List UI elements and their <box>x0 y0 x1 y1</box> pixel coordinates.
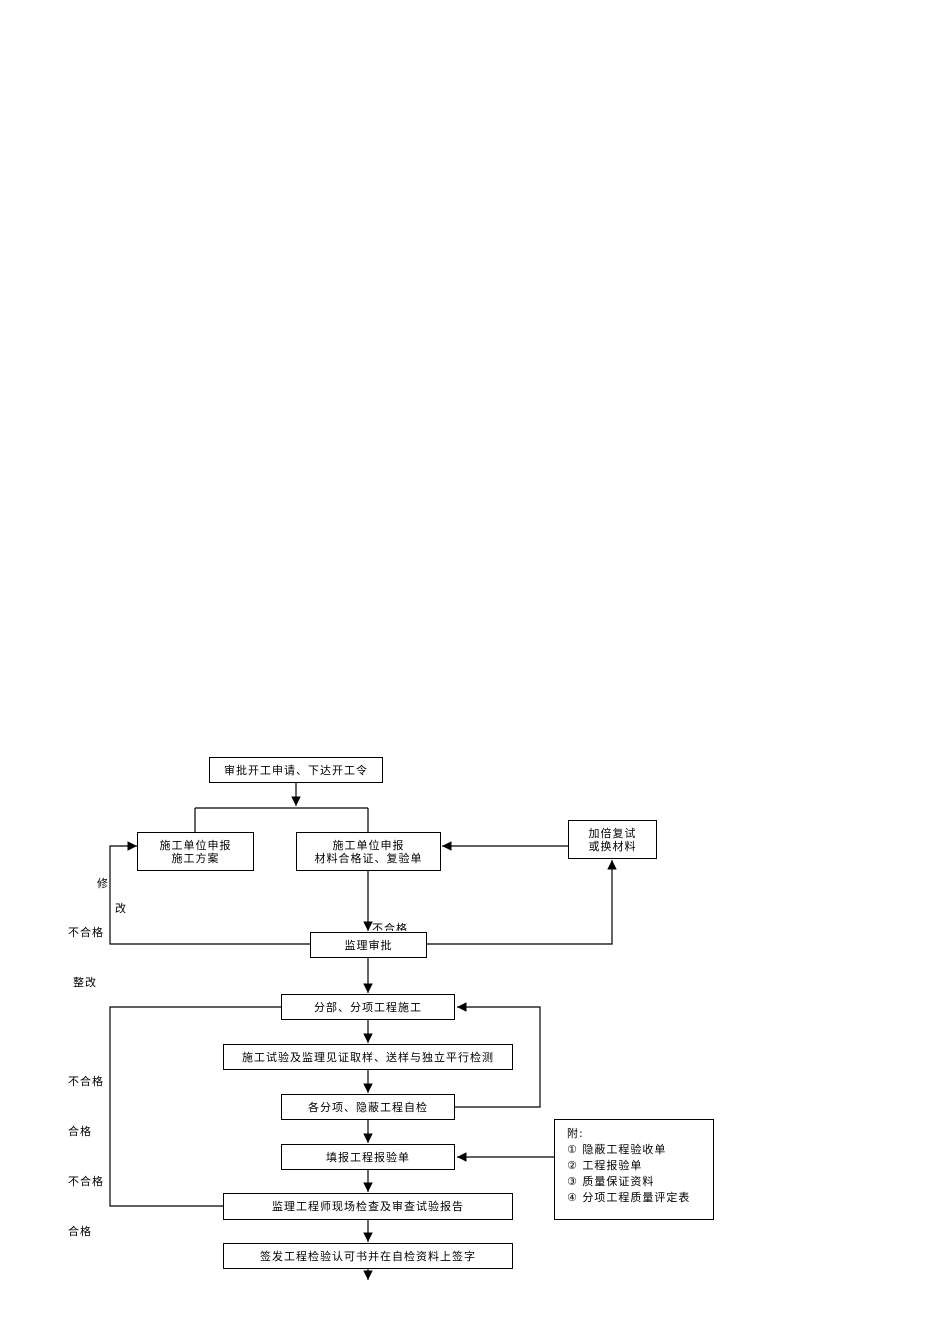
node-supervisor-review: 监理审批 <box>310 932 427 958</box>
attachment-note: 附: ① 隐蔽工程验收单 ② 工程报验单 ③ 质量保证资料 ④ 分项工程质量评定… <box>554 1119 714 1220</box>
attachment-note-item-4: ④ 分项工程质量评定表 <box>567 1191 691 1204</box>
node-self-check-text: 各分项、隐蔽工程自检 <box>308 1100 428 1114</box>
label-fail-3: 不合格 <box>68 1175 104 1188</box>
node-construction: 分部、分项工程施工 <box>281 994 455 1020</box>
attachment-note-item-2: ② 工程报验单 <box>567 1159 643 1172</box>
node-retest: 加倍复试 或换材料 <box>568 820 657 859</box>
node-report-form: 填报工程报验单 <box>281 1144 455 1170</box>
node-retest-line1: 加倍复试 <box>588 826 637 840</box>
label-fail-1: 不合格 <box>68 926 104 939</box>
attachment-note-item-1: ① 隐蔽工程验收单 <box>567 1143 667 1156</box>
node-construction-text: 分部、分项工程施工 <box>314 1000 422 1014</box>
node-report-form-text: 填报工程报验单 <box>326 1150 410 1164</box>
label-fail-2: 不合格 <box>68 1075 104 1088</box>
connector-selfcheck-loop <box>455 1002 541 1108</box>
node-supervisor-inspect-text: 监理工程师现场检查及审查试验报告 <box>272 1200 464 1213</box>
node-self-check: 各分项、隐蔽工程自检 <box>281 1094 455 1120</box>
node-submit-material: 施工单位申报 材料合格证、复验单 <box>296 832 441 871</box>
node-testing: 施工试验及监理见证取样、送样与独立平行检测 <box>223 1044 513 1070</box>
attachment-note-item-3: ③ 质量保证资料 <box>567 1175 655 1188</box>
node-approve-start: 审批开工申请、下达开工令 <box>209 757 383 783</box>
connector-review-to-plan <box>109 841 310 945</box>
label-rectify: 整改 <box>73 976 97 989</box>
connector-inspect-loop <box>109 1006 281 1207</box>
node-submit-plan-line1: 施工单位申报 <box>159 838 232 852</box>
node-supervisor-review-text: 监理审批 <box>344 938 393 952</box>
connector-review-to-retest <box>426 860 617 945</box>
node-submit-plan: 施工单位申报 施工方案 <box>137 832 254 871</box>
attachment-note-title: 附: <box>567 1127 584 1140</box>
node-approve-start-text: 审批开工申请、下达开工令 <box>224 763 368 777</box>
label-pass-2: 合格 <box>68 1225 92 1238</box>
node-submit-plan-line2: 施工方案 <box>171 851 220 865</box>
node-testing-text: 施工试验及监理见证取样、送样与独立平行检测 <box>242 1050 494 1064</box>
node-supervisor-inspect: 监理工程师现场检查及审查试验报告 <box>223 1193 513 1220</box>
label-revise-2: 改 <box>115 902 127 915</box>
label-revise-1: 修 <box>97 877 109 890</box>
node-sign-certificate: 签发工程检验认可书并在自检资料上签字 <box>223 1243 513 1269</box>
label-fail-mid: 不合格 <box>372 922 408 931</box>
label-pass-1: 合格 <box>68 1125 92 1138</box>
node-sign-certificate-text: 签发工程检验认可书并在自检资料上签字 <box>260 1249 476 1263</box>
node-retest-line2: 或换材料 <box>588 839 637 853</box>
node-submit-material-line1: 施工单位申报 <box>332 838 405 852</box>
node-submit-material-line2: 材料合格证、复验单 <box>314 851 423 865</box>
